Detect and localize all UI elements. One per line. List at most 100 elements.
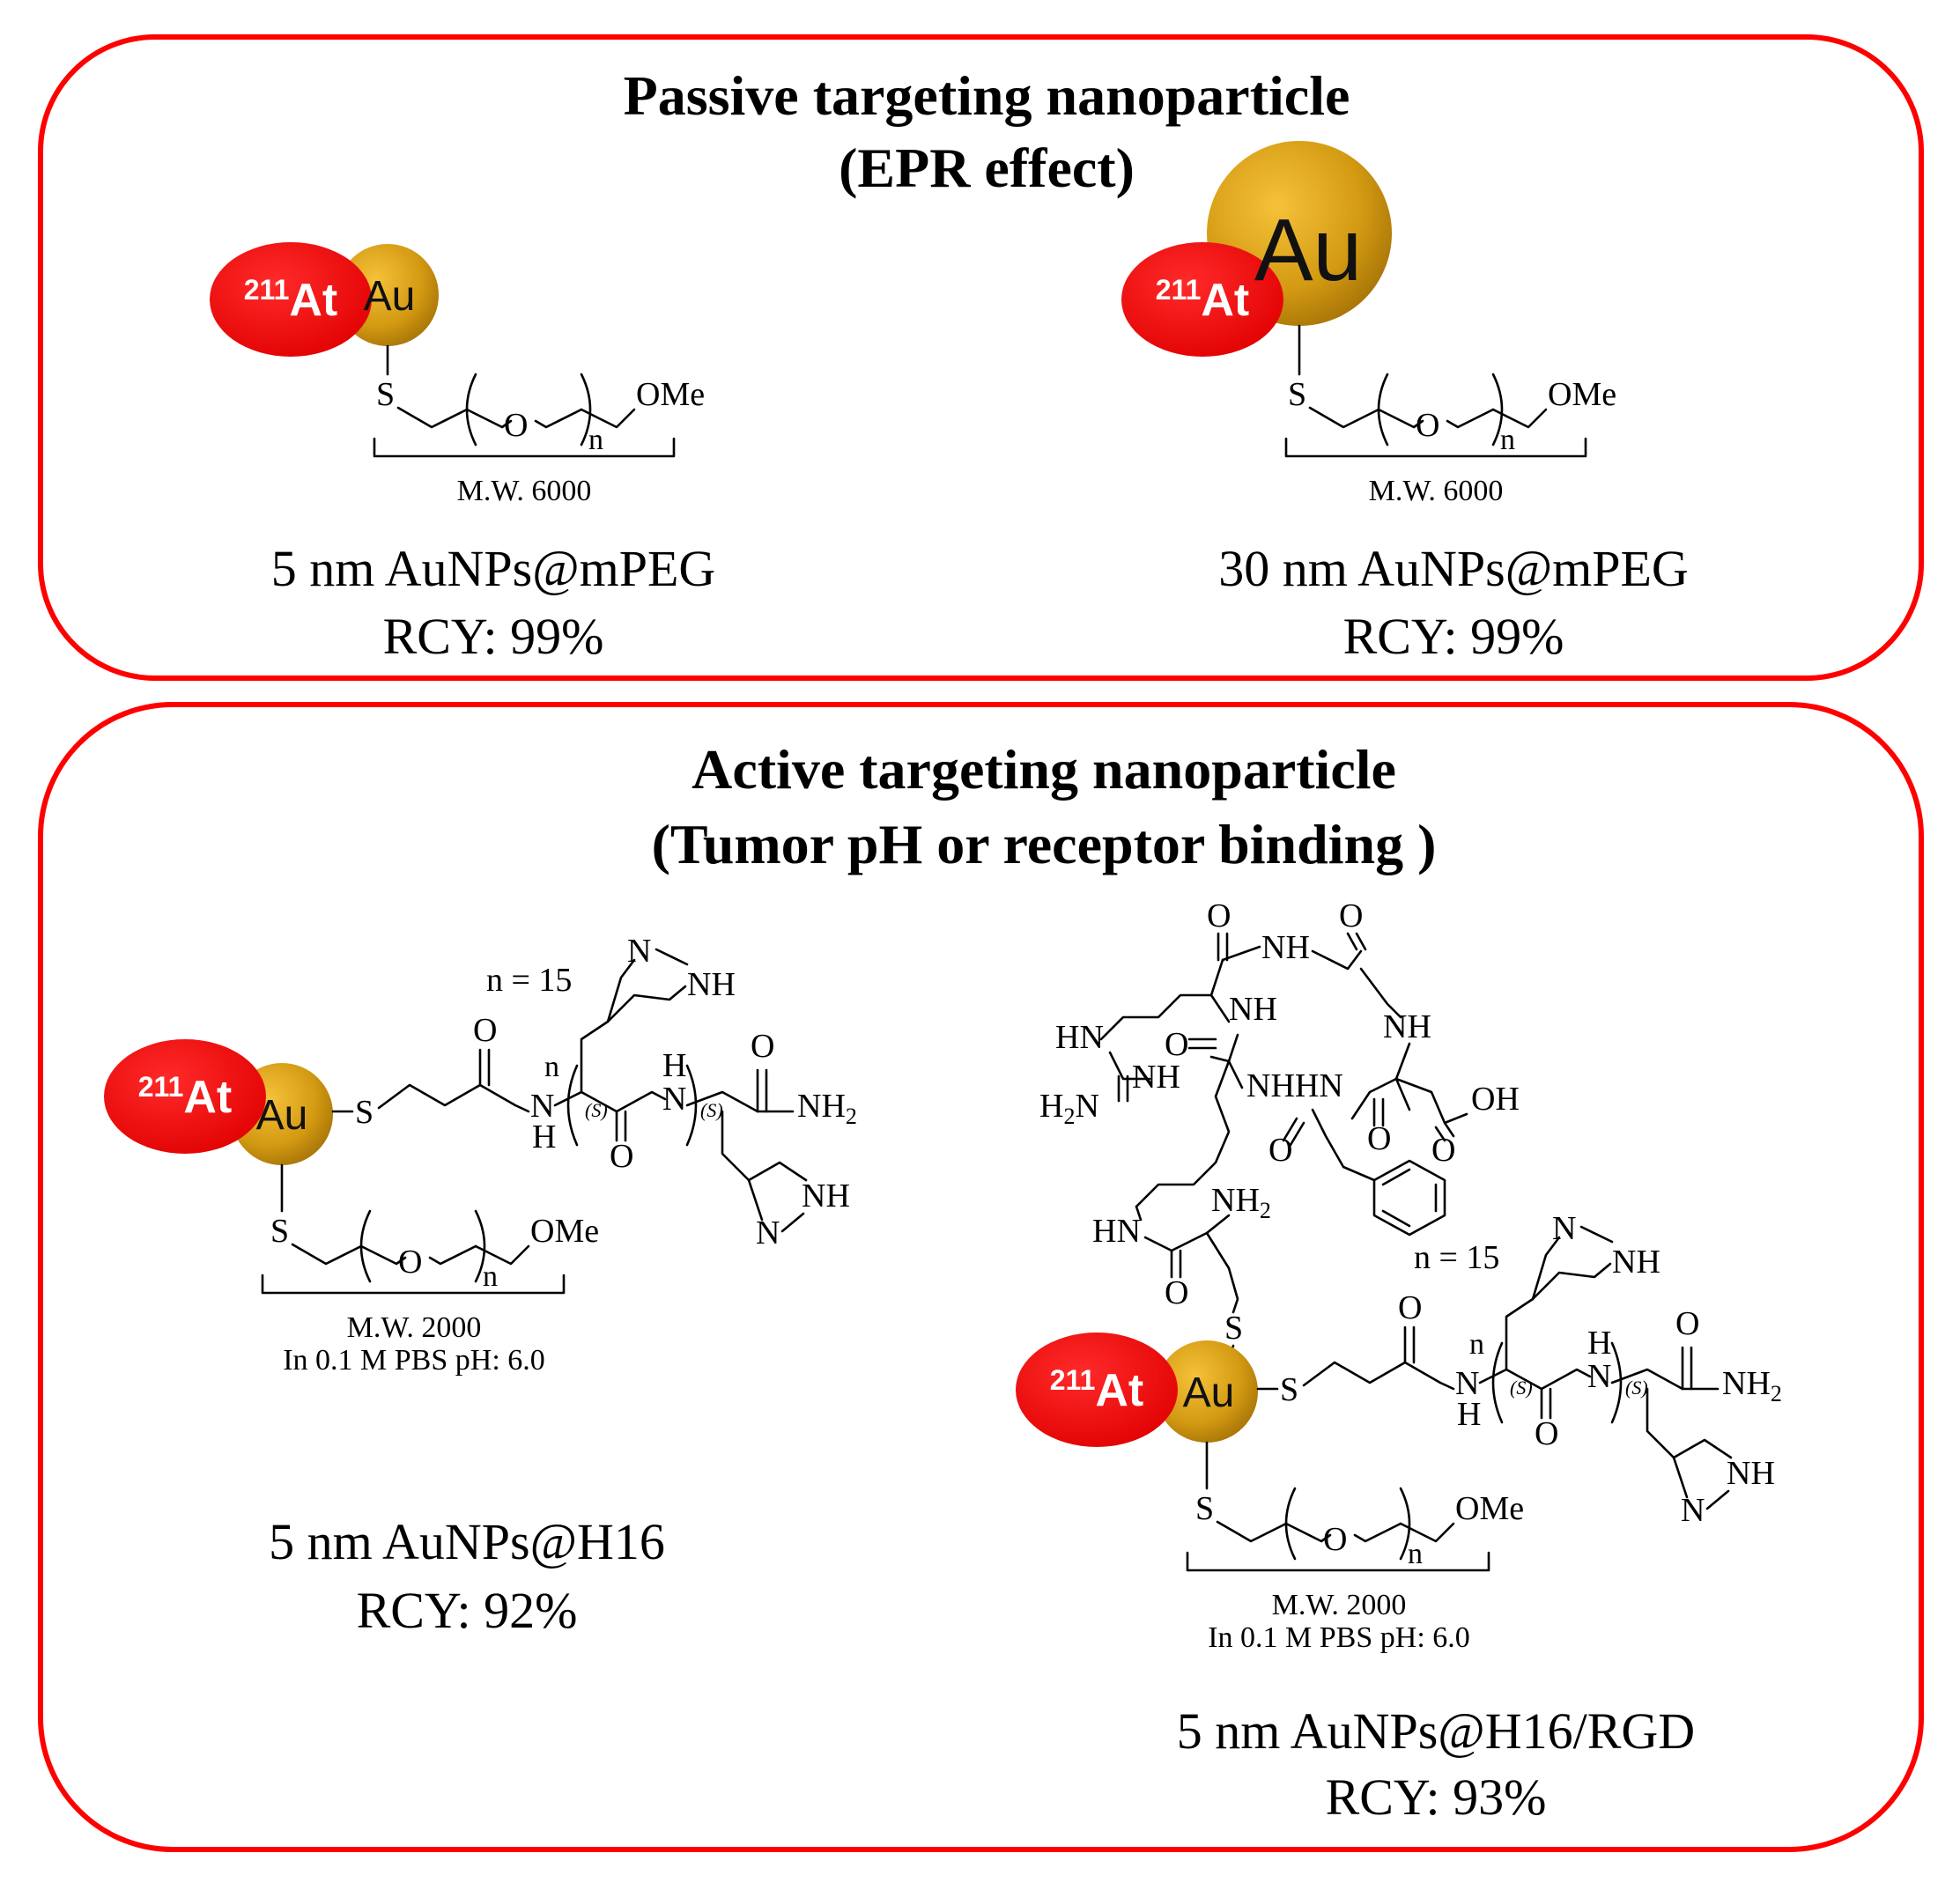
svg-text:O: O: [1165, 1026, 1188, 1063]
astatine-label: 211At: [1156, 274, 1250, 326]
passive-subtitle: (EPR effect): [839, 137, 1135, 199]
svg-text:n: n: [1500, 424, 1515, 456]
astatine-label: 211At: [244, 274, 338, 326]
svg-text:OMe: OMe: [530, 1213, 599, 1250]
gold-label: Au: [364, 273, 416, 320]
passive-panel-frame: [38, 34, 1924, 681]
svg-text:OMe: OMe: [636, 376, 705, 413]
mw-label: M.W. 6000: [1369, 475, 1504, 507]
svg-text:HN: HN: [1092, 1213, 1141, 1250]
svg-text:NH: NH: [1612, 1244, 1660, 1281]
svg-text:O: O: [1416, 407, 1439, 444]
mpeg-chain-right: S O n OMe M.W. 6000: [1284, 324, 1616, 507]
particle-5nm-h16-rgd: Au 211At: [1016, 1333, 1258, 1447]
svg-text:O: O: [473, 1012, 497, 1049]
buffer-label: In 0.1 M PBS pH: 6.0: [283, 1344, 545, 1377]
passive-right-name: 30 nm AuNPs@mPEG: [1218, 540, 1689, 597]
svg-text:NH: NH: [687, 966, 736, 1003]
svg-text:OMe: OMe: [1548, 376, 1616, 413]
passive-right-rcy: RCY: 99%: [1343, 608, 1564, 665]
svg-text:NH: NH: [1132, 1059, 1180, 1096]
passive-left-rcy: RCY: 99%: [383, 608, 604, 665]
svg-text:H: H: [1457, 1396, 1481, 1433]
svg-text:N: N: [1587, 1358, 1611, 1395]
svg-text:NH: NH: [1727, 1455, 1775, 1492]
svg-text:S: S: [376, 376, 395, 413]
svg-text:O: O: [1431, 1132, 1455, 1169]
svg-text:S: S: [1224, 1310, 1243, 1347]
svg-text:N: N: [756, 1214, 780, 1251]
svg-text:O: O: [398, 1244, 422, 1281]
svg-text:N: N: [530, 1088, 554, 1125]
svg-text:S: S: [270, 1213, 289, 1250]
svg-text:O: O: [1339, 897, 1363, 934]
svg-text:(S): (S): [1510, 1377, 1533, 1399]
svg-text:O: O: [751, 1028, 774, 1065]
svg-text:HN: HN: [1055, 1019, 1104, 1056]
astatine-ellipse: [104, 1039, 266, 1154]
active-left-name: 5 nm AuNPs@H16: [269, 1513, 665, 1570]
svg-text:OMe: OMe: [1455, 1490, 1524, 1527]
svg-text:NH2: NH2: [797, 1088, 857, 1129]
svg-text:(S): (S): [1625, 1377, 1648, 1399]
particle-5nm-mpeg: Au 211At: [210, 242, 439, 357]
svg-text:O: O: [1398, 1289, 1422, 1326]
svg-text:S: S: [1280, 1371, 1298, 1408]
svg-text:(S): (S): [585, 1099, 608, 1121]
passive-title: Passive targeting nanoparticle: [624, 64, 1350, 127]
particle-30nm-mpeg: Au 211At: [1121, 141, 1392, 357]
svg-text:NH: NH: [802, 1178, 850, 1214]
astatine-label: 211At: [1050, 1364, 1144, 1416]
passive-left-name: 5 nm AuNPs@mPEG: [271, 540, 716, 597]
mw-label: M.W. 6000: [457, 475, 592, 507]
h16-peptide-left: S O N H n (S) O N H (S) O NH2 n = 15 N N…: [261, 933, 857, 1377]
mw-label: M.W. 2000: [347, 1311, 482, 1344]
repeat-count: n = 15: [486, 962, 572, 999]
svg-text:O: O: [1535, 1415, 1558, 1452]
active-left-rcy: RCY: 92%: [357, 1582, 578, 1639]
svg-text:O: O: [610, 1138, 633, 1175]
svg-text:NH: NH: [1229, 991, 1277, 1028]
svg-text:S: S: [355, 1094, 374, 1131]
svg-text:O: O: [1323, 1521, 1347, 1558]
svg-text:H: H: [662, 1047, 686, 1084]
buffer-label: In 0.1 M PBS pH: 6.0: [1208, 1621, 1470, 1654]
svg-text:NH: NH: [1383, 1008, 1431, 1045]
svg-text:n: n: [544, 1051, 559, 1083]
svg-text:N: N: [662, 1081, 686, 1118]
gold-nanoparticle: [1156, 1340, 1258, 1443]
svg-text:S: S: [1288, 376, 1306, 413]
mpeg-chain-left: S O n OMe M.W. 6000: [373, 344, 705, 507]
svg-text:n: n: [588, 424, 603, 456]
active-subtitle: (Tumor pH or receptor binding ): [652, 813, 1437, 875]
svg-text:O: O: [1268, 1132, 1292, 1169]
svg-text:O: O: [1367, 1120, 1391, 1157]
svg-text:N: N: [1681, 1492, 1705, 1529]
h16-peptide-right: S O N H n (S) O N H (S) O NH2 n = 15 N N…: [1186, 1210, 1782, 1654]
astatine-label: 211At: [138, 1071, 233, 1123]
astatine-ellipse: [210, 242, 372, 357]
svg-text:n: n: [1408, 1538, 1423, 1570]
gold-label: Au: [256, 1092, 308, 1139]
svg-text:(S): (S): [700, 1099, 723, 1121]
repeat-count: n = 15: [1414, 1239, 1499, 1276]
svg-text:NHHN: NHHN: [1246, 1067, 1343, 1104]
rgd-cyclic-peptide: O NH O NH O OH O NHHN O NH HN NH H2N O: [1039, 897, 1520, 1380]
astatine-ellipse: [1016, 1333, 1178, 1447]
active-right-name: 5 nm AuNPs@H16/RGD: [1177, 1702, 1695, 1760]
svg-text:H: H: [532, 1118, 556, 1155]
active-right-rcy: RCY: 93%: [1326, 1768, 1547, 1826]
svg-text:O: O: [1675, 1305, 1699, 1342]
svg-text:O: O: [1165, 1274, 1188, 1311]
svg-text:H2N: H2N: [1039, 1088, 1099, 1129]
svg-text:H: H: [1587, 1325, 1611, 1362]
svg-text:N: N: [1455, 1365, 1479, 1402]
mw-label: M.W. 2000: [1272, 1589, 1407, 1621]
svg-text:O: O: [504, 407, 528, 444]
gold-label: Au: [1183, 1370, 1235, 1416]
astatine-ellipse: [1121, 242, 1283, 357]
svg-text:N: N: [1552, 1210, 1576, 1247]
svg-text:n: n: [483, 1260, 498, 1293]
svg-text:NH2: NH2: [1211, 1182, 1271, 1223]
